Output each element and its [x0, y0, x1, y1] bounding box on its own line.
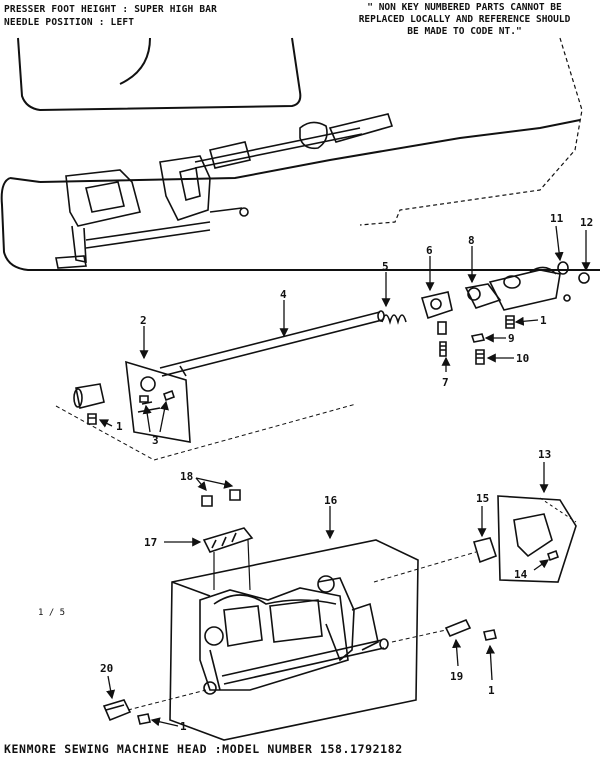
callout-19: 19: [450, 670, 463, 683]
part-9-washer: [470, 333, 486, 343]
machine-head-outline: [0, 37, 600, 271]
part-6-crank: [420, 291, 453, 335]
callout-13: 13: [538, 448, 551, 461]
callout-leaders: [98, 225, 591, 727]
part-19-pin: [444, 618, 472, 638]
middle-parts: [55, 261, 590, 461]
part-13-housing: [497, 495, 577, 583]
part-1-screw-upper: [505, 315, 515, 329]
callout-15: 15: [476, 492, 489, 505]
part-1-screw-right: [483, 629, 497, 641]
header-presser-foot: PRESSER FOOT HEIGHT : SUPER HIGH BAR: [4, 4, 218, 15]
lower-assembly: [102, 489, 577, 741]
callout-2: 2: [140, 314, 147, 327]
upper-shaft-assembly: [55, 113, 394, 269]
callout-8: 8: [468, 234, 475, 247]
callout-5: 5: [382, 260, 389, 273]
parts-note: " NON KEY NUMBERED PARTS CANNOT BE REPLA…: [358, 2, 571, 37]
callout-1-left: 1: [116, 420, 123, 433]
part-11-ring: [557, 261, 569, 275]
callout-17: 17: [144, 536, 157, 549]
part-15-block: [472, 537, 498, 564]
part-10-screw: [475, 349, 485, 365]
callout-numbers: 1 1 1 1 2 3 4 5 6 7 8 9 10 11 12 13 14 1…: [100, 212, 593, 733]
part-20-stud: [102, 699, 132, 722]
part-1-left-assembly: [73, 383, 105, 425]
part-1-screw-bottom: [137, 713, 151, 725]
part-17-plate: [202, 527, 254, 553]
part-8-lever: [464, 266, 561, 311]
part-18-screws: [201, 489, 241, 507]
callout-3: 3: [152, 434, 159, 447]
callout-20: 20: [100, 662, 113, 675]
callout-4: 4: [280, 288, 287, 301]
part-7-screw: [439, 341, 447, 357]
callout-6: 6: [426, 244, 433, 257]
callout-12: 12: [580, 216, 593, 229]
model-title: KENMORE SEWING MACHINE HEAD :MODEL NUMBE…: [4, 742, 403, 756]
callout-10: 10: [516, 352, 529, 365]
callout-1-bottom: 1: [180, 720, 187, 733]
page-number: 1 / 5: [38, 608, 66, 618]
part-3-screws: [139, 389, 176, 403]
callout-11: 11: [550, 212, 564, 225]
part-2-bracket: [125, 360, 191, 443]
callout-7: 7: [442, 376, 449, 389]
part-12-ring: [578, 272, 590, 284]
part-4-rock-shaft: [159, 310, 385, 377]
callout-1-upper-right: 1: [540, 314, 547, 327]
part-5-spring: [381, 314, 407, 325]
callout-9: 9: [508, 332, 515, 345]
part-16-frame: [169, 539, 419, 741]
callout-1-lower-right: 1: [488, 684, 495, 697]
callout-18: 18: [180, 470, 193, 483]
header-needle-position: NEEDLE POSITION : LEFT: [4, 17, 135, 28]
callout-16: 16: [324, 494, 338, 507]
callout-14: 14: [514, 568, 528, 581]
